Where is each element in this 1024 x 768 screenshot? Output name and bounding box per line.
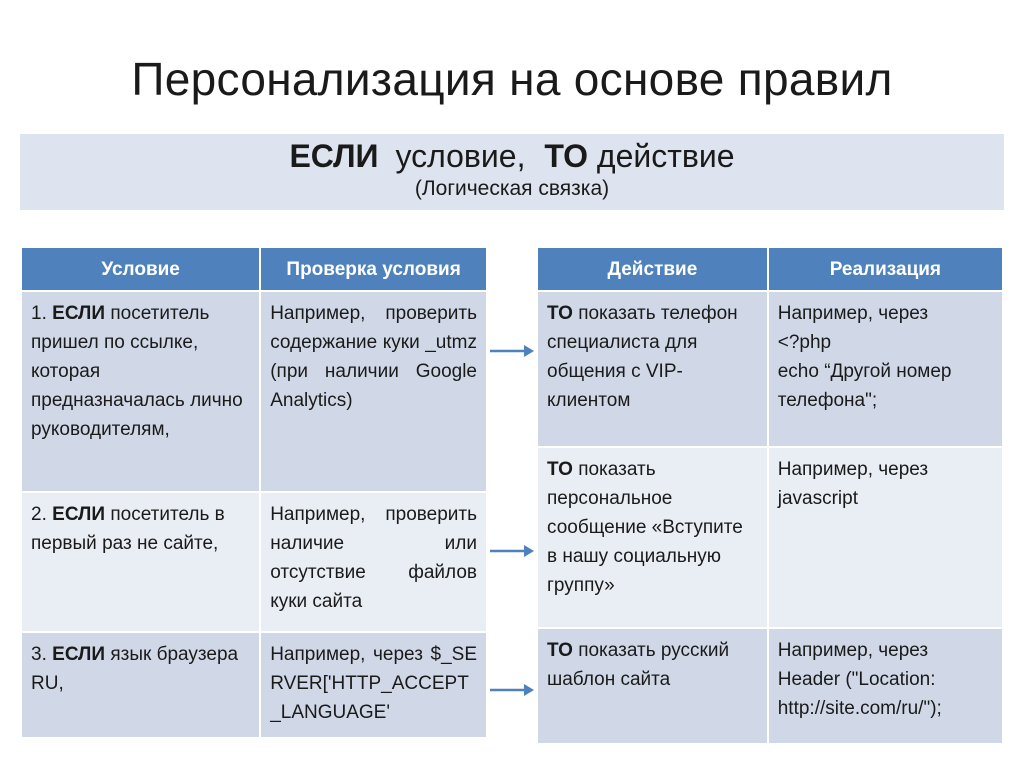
action-cell: ТО показать телефон специалиста для обще… bbox=[536, 290, 769, 448]
check-cell: Например, через $_SERVER['HTTP_ACCEPT_LA… bbox=[259, 631, 488, 739]
action-table: Действие Реализация ТО показать телефон … bbox=[536, 246, 1005, 745]
action-cell: ТО показать персональное сообщение «Всту… bbox=[536, 446, 769, 629]
condition-text: посетитель в первый раз не сайте, bbox=[31, 504, 225, 554]
condition-cell: 3. ЕСЛИ язык браузера RU, bbox=[19, 631, 262, 739]
arrow-row-1-icon bbox=[490, 345, 534, 357]
action-text: показать персональное сообщение «Вступит… bbox=[547, 459, 743, 596]
if-keyword: ЕСЛИ bbox=[52, 504, 106, 525]
row-number: 2. bbox=[31, 504, 47, 525]
header-condition: Условие bbox=[19, 246, 262, 292]
table-row: 1. ЕСЛИ посетитель пришел по ссылке, кот… bbox=[19, 290, 488, 493]
then-keyword: ТО bbox=[547, 459, 573, 480]
banner-subtitle: (Логическая связка) bbox=[414, 177, 610, 200]
then-keyword: ТО bbox=[544, 138, 588, 174]
check-cell: Например, проверить наличие или отсутств… bbox=[259, 491, 488, 633]
table-row: 2. ЕСЛИ посетитель в первый раз не сайте… bbox=[19, 491, 488, 633]
header-action: Действие bbox=[536, 246, 769, 292]
table-row: ТО показать русский шаблон сайта Наприме… bbox=[536, 627, 1005, 745]
condition-cell: 2. ЕСЛИ посетитель в первый раз не сайте… bbox=[19, 491, 262, 633]
condition-word: условие, bbox=[395, 138, 526, 174]
action-word: действие bbox=[596, 138, 735, 174]
action-text: показать русский шаблон сайта bbox=[547, 640, 730, 690]
implementation-cell: Например, через <?php echo “Другой номер… bbox=[766, 290, 1005, 448]
table-row: ТО показать персональное сообщение «Всту… bbox=[536, 446, 1005, 629]
rule-banner: ЕСЛИ условие, ТО действие (Логическая св… bbox=[20, 134, 1004, 210]
action-text: показать телефон специалиста для общения… bbox=[547, 303, 738, 411]
slide-title: Персонализация на основе правил bbox=[131, 53, 893, 105]
table-row: 3. ЕСЛИ язык браузера RU, Например, чере… bbox=[19, 631, 488, 739]
implementation-cell: Например, через Header ("Location: http:… bbox=[766, 627, 1005, 745]
condition-table: Условие Проверка условия 1. ЕСЛИ посетит… bbox=[19, 246, 488, 739]
rule-formula: ЕСЛИ условие, ТО действие bbox=[20, 138, 1004, 175]
then-keyword: ТО bbox=[547, 640, 573, 661]
arrow-row-3-icon bbox=[490, 684, 534, 696]
table-row: ТО показать телефон специалиста для обще… bbox=[536, 290, 1005, 448]
implementation-cell: Например, через javascript bbox=[766, 446, 1005, 629]
if-keyword: ЕСЛИ bbox=[289, 138, 379, 174]
arrow-row-2-icon bbox=[490, 545, 534, 557]
condition-cell: 1. ЕСЛИ посетитель пришел по ссылке, кот… bbox=[19, 290, 262, 493]
then-keyword: ТО bbox=[547, 303, 573, 324]
condition-text: язык браузера RU, bbox=[31, 644, 239, 694]
header-condition-check: Проверка условия bbox=[259, 246, 488, 292]
condition-text: посетитель пришел по ссылке, которая пре… bbox=[31, 303, 243, 440]
action-cell: ТО показать русский шаблон сайта bbox=[536, 627, 769, 745]
row-number: 3. bbox=[31, 644, 47, 665]
check-cell: Например, проверить содержание куки _utm… bbox=[259, 290, 488, 493]
if-keyword: ЕСЛИ bbox=[52, 644, 106, 665]
header-implementation: Реализация bbox=[766, 246, 1005, 292]
if-keyword: ЕСЛИ bbox=[52, 303, 106, 324]
row-number: 1. bbox=[31, 303, 47, 324]
